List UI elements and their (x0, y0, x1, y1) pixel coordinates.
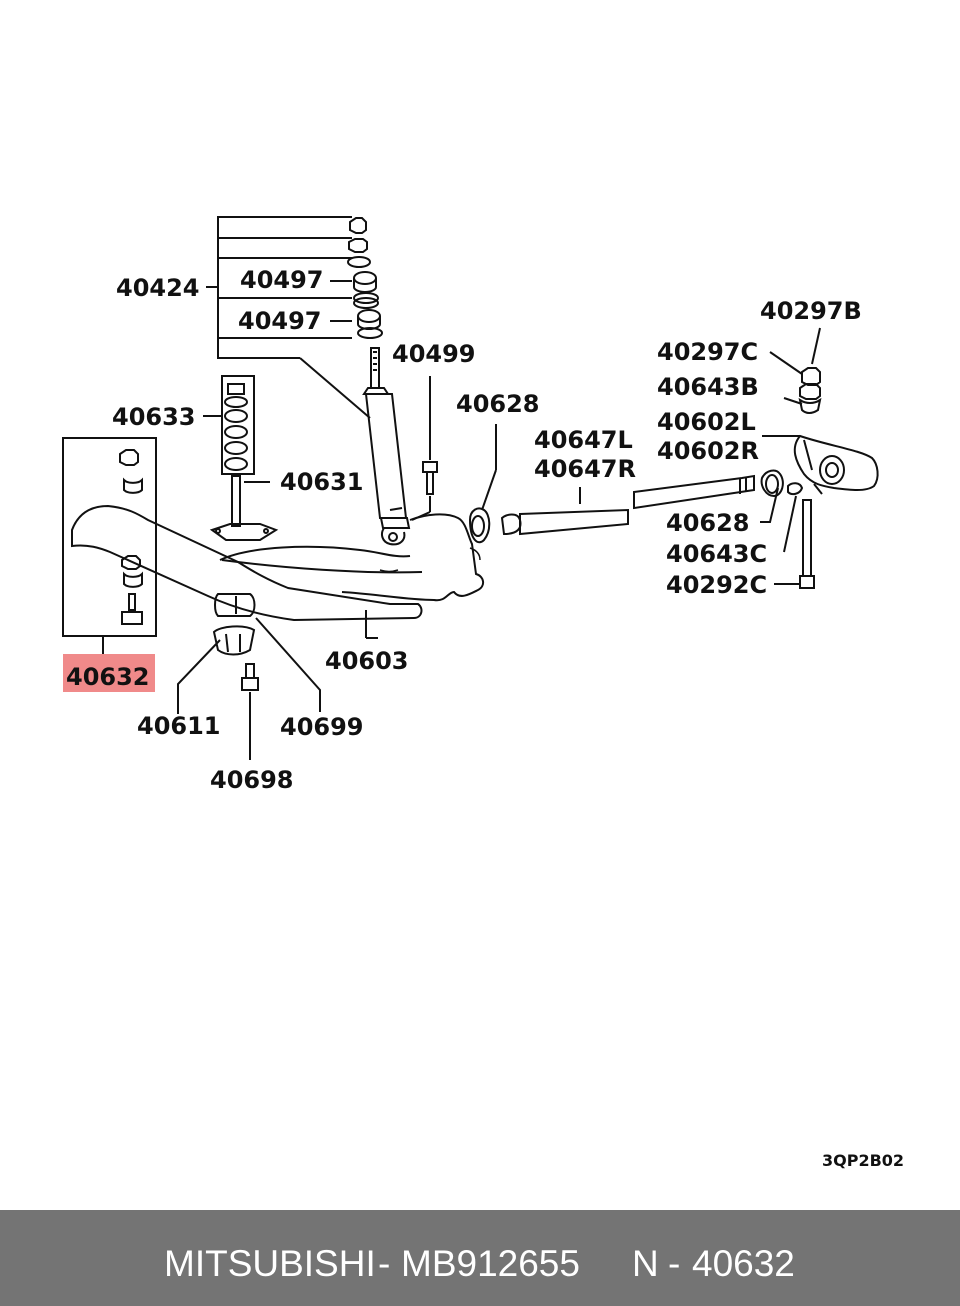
stabilizer-link-bracket (62, 437, 157, 654)
shock-upper-kit-bracket (206, 216, 371, 419)
label-40292C: 40292C (666, 571, 767, 599)
footer-bar: MITSUBISHI - MB912655 N - 40632 (0, 1210, 960, 1306)
label-40628-b: 40628 (666, 509, 750, 537)
label-40297C: 40297C (657, 338, 758, 366)
footer-part-number: MB912655 (401, 1243, 580, 1284)
highlight-box-40632 (63, 654, 155, 692)
label-40297B: 40297B (760, 297, 862, 325)
label-40643B: 40643B (657, 373, 759, 401)
label-40603: 40603 (325, 647, 409, 675)
label-40611: 40611 (137, 712, 221, 740)
stabilizer-bar (71, 504, 423, 639)
footer-separator-1: - (378, 1243, 391, 1284)
label-40632: 40632 (66, 663, 150, 691)
footer-brand: MITSUBISHI (164, 1243, 376, 1284)
parts-diagram: 40424 40497 40497 40499 40633 40631 4062… (62, 216, 904, 1170)
label-40647R: 40647R (534, 455, 636, 483)
label-40647L: 40647L (534, 426, 633, 454)
footer-separator-2: - (668, 1243, 681, 1284)
diagram-code: 3QP2B02 (822, 1151, 904, 1170)
strut-rod-nuts (769, 327, 822, 414)
label-40633: 40633 (112, 403, 196, 431)
label-40602L: 40602L (657, 408, 756, 436)
label-40628-a: 40628 (456, 390, 540, 418)
shock-absorber (362, 347, 411, 546)
bolt-40499 (411, 376, 438, 521)
strut-rod-bolt (774, 499, 815, 589)
footer-ref: 40632 (692, 1243, 795, 1284)
label-40602R: 40602R (657, 437, 759, 465)
label-40497-a: 40497 (240, 266, 324, 294)
label-40643C: 40643C (666, 540, 767, 568)
footer-n-label: N (632, 1243, 659, 1284)
label-40497-b: 40497 (238, 307, 322, 335)
label-40499: 40499 (392, 340, 476, 368)
frame-crossmember (219, 513, 484, 602)
shock-upper-nuts-washers (347, 217, 383, 339)
part-labels: 40424 40497 40497 40499 40633 40631 4062… (66, 266, 904, 1170)
label-40699: 40699 (280, 713, 364, 741)
strut-rod-bracket (762, 434, 879, 495)
label-40631: 40631 (280, 468, 364, 496)
shock-lower-kit (203, 375, 279, 541)
strut-rod-assembly (468, 424, 804, 553)
stabilizer-bushing-bracket (177, 593, 321, 760)
label-40698: 40698 (210, 766, 294, 794)
label-40424: 40424 (116, 274, 200, 302)
